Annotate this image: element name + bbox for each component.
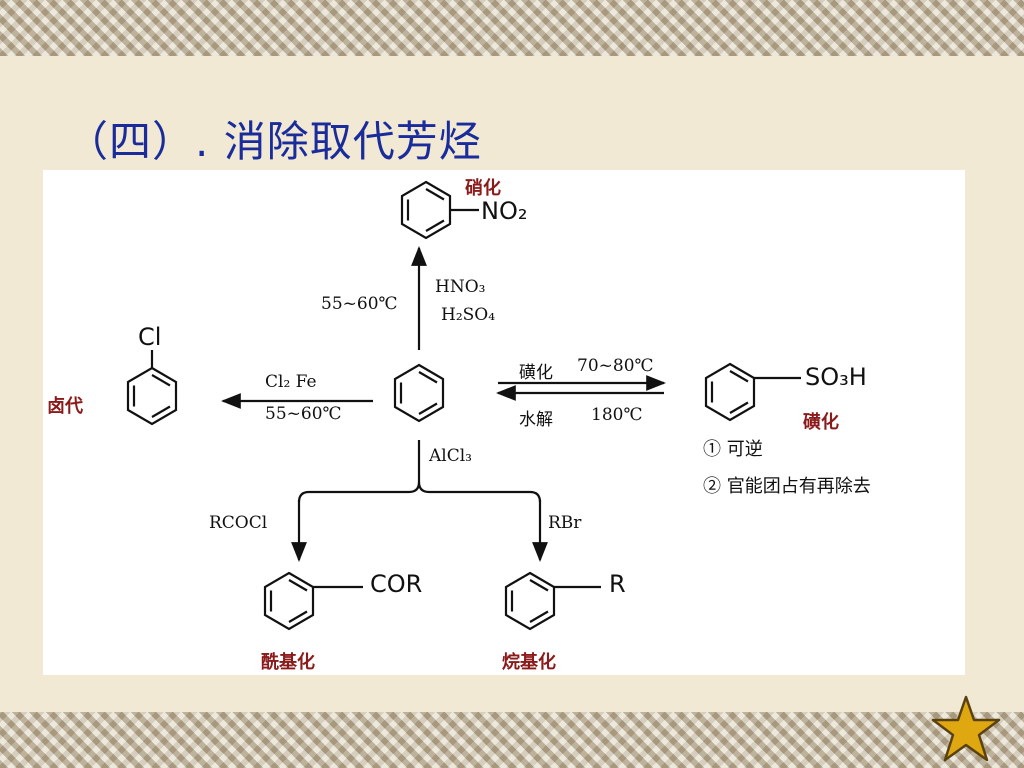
sulfonation-note-reversible: ① 可逆	[703, 439, 763, 460]
acylation-reagent: RCOCl	[209, 513, 268, 533]
nitration-temperature: 55~60℃	[321, 294, 398, 314]
slide-title: （四）. 消除取代芳烃	[66, 117, 482, 166]
halogenation-temperature: 55~60℃	[265, 404, 342, 424]
benzene-alkyl	[504, 571, 601, 631]
alkylation-name: 烷基化	[502, 652, 556, 673]
benzene-acyl	[263, 571, 363, 631]
nitration-reagent-2: H₂SO₄	[441, 305, 496, 325]
nitration-reagent-1: HNO₃	[435, 277, 486, 297]
alkyl-group-label: R	[609, 570, 626, 598]
acylation-name: 酰基化	[261, 652, 315, 673]
acyl-group-label: COR	[370, 570, 423, 598]
sulfonation-forward-temp: 70~80℃	[577, 356, 654, 376]
nitro-group-label: NO₂	[481, 197, 528, 225]
benzene-chloro	[126, 350, 178, 426]
decorative-top-border	[0, 0, 1024, 56]
alkylation-reagent: RBr	[548, 513, 582, 533]
chloro-group-label: Cl	[138, 323, 162, 351]
sulfonation-name: 磺化	[803, 412, 839, 433]
hydrolysis-label: 水解	[519, 410, 553, 430]
benzene-sulfonic	[704, 362, 801, 422]
star-icon[interactable]	[930, 694, 1002, 764]
halogenation-name: 卤代	[47, 396, 83, 417]
halogenation-reagent: Cl₂ Fe	[265, 372, 317, 392]
nitration-name: 硝化	[465, 178, 501, 199]
benzene-nitro	[400, 180, 479, 240]
sulfonic-group-label: SO₃H	[805, 363, 867, 391]
hydrolysis-temp: 180℃	[591, 405, 643, 425]
benzene-center	[393, 363, 445, 423]
friedel-crafts-catalyst: AlCl₃	[429, 446, 472, 466]
reaction-scheme-svg	[126, 180, 801, 631]
sulfonation-forward-label: 磺化	[519, 363, 553, 383]
decorative-bottom-border	[0, 712, 1024, 768]
reaction-diagram: 硝化 NO₂ HNO₃ H₂SO₄ 55~60℃ Cl 卤代 Cl₂ Fe 55…	[43, 170, 965, 675]
sulfonation-note-blocking: ② 官能团占有再除去	[703, 476, 871, 497]
